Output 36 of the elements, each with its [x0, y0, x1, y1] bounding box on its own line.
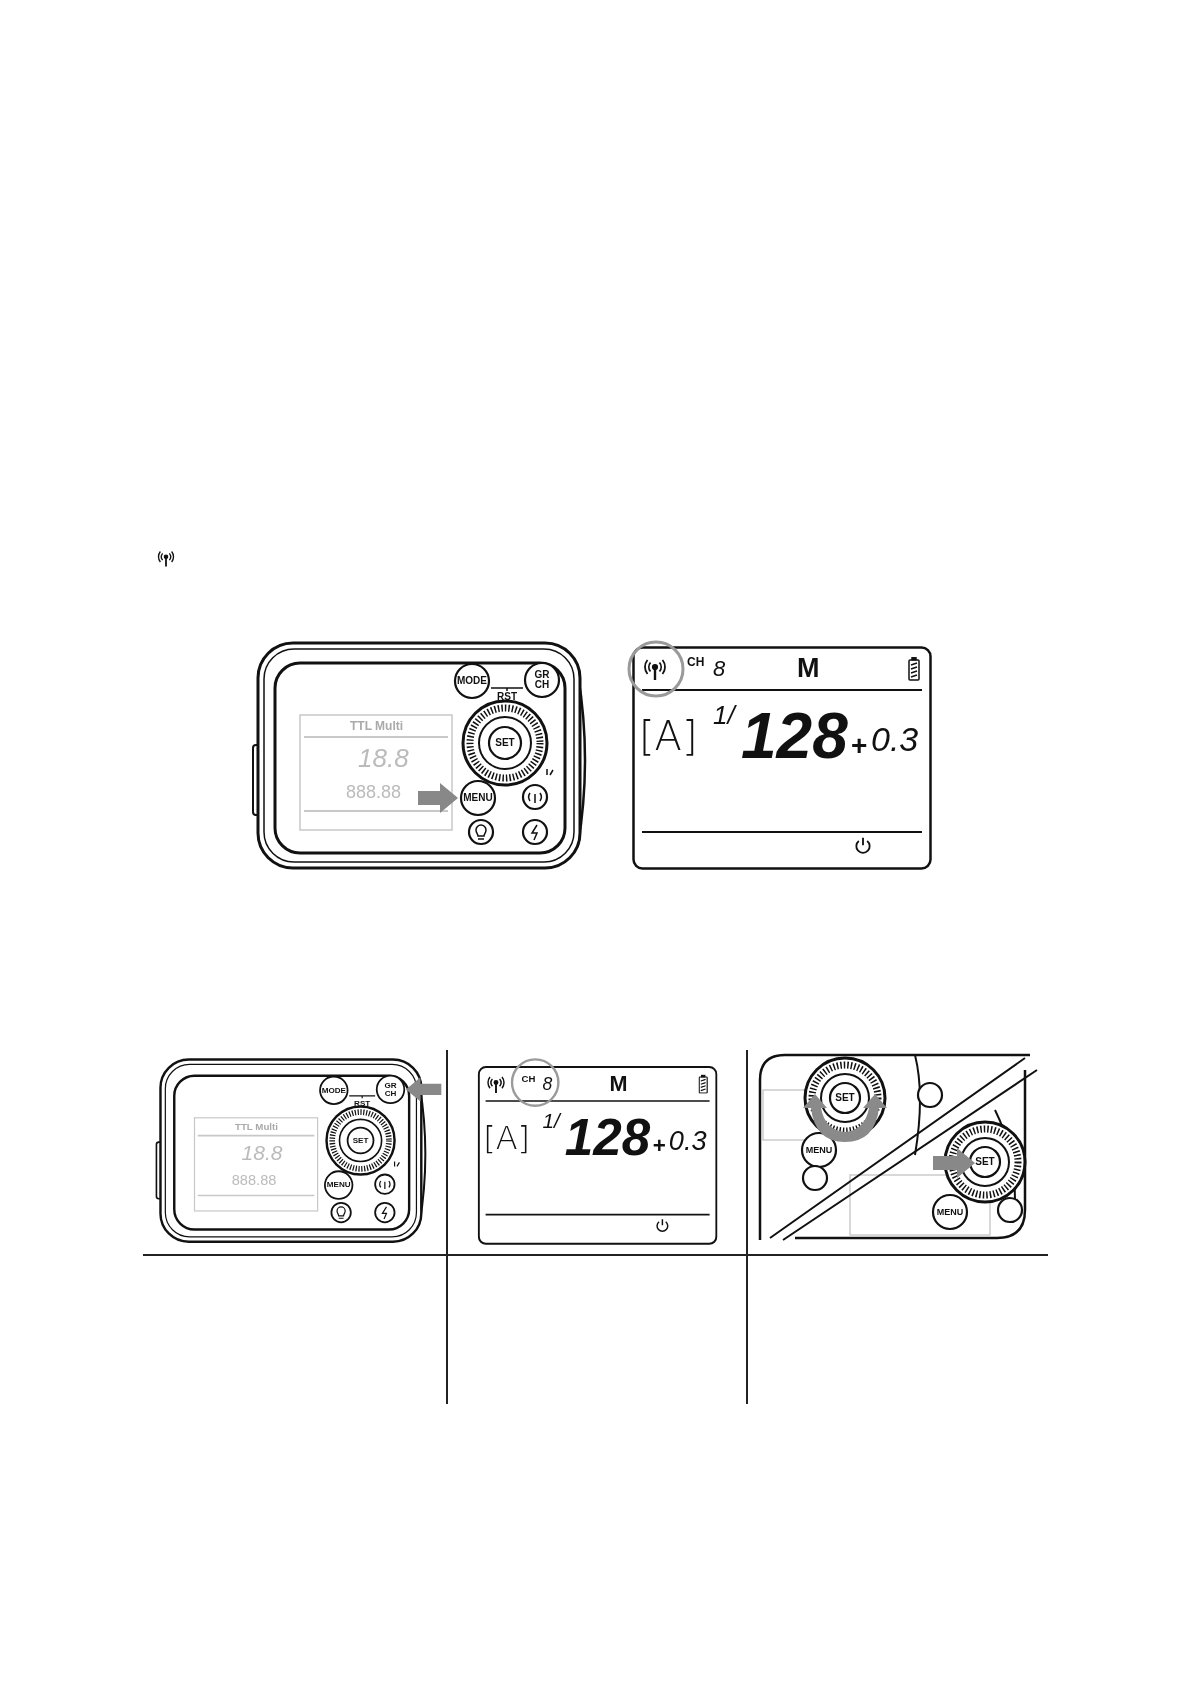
compensation-value: 0.3 — [871, 722, 919, 756]
button-label: SET — [974, 1157, 996, 1167]
button-label: MENU — [325, 1181, 352, 1190]
lcd-mode-text: TTL Multi — [234, 1121, 278, 1132]
channel-label: CH — [687, 656, 705, 668]
button-label: GR CH — [533, 670, 551, 690]
button-label: MODE — [320, 1086, 347, 1095]
lcd-digits: 888.88 — [346, 783, 402, 801]
lcd-digits: 18.8 — [241, 1142, 282, 1164]
channel-number: 8 — [542, 1075, 553, 1093]
button-label: SET — [351, 1136, 370, 1145]
fraction-prefix: 1/ — [542, 1110, 560, 1132]
lcd-digits: 888.88 — [231, 1172, 276, 1188]
plus-sign: + — [851, 732, 868, 760]
group-indicator: [A] — [639, 716, 698, 756]
mode-indicator: M — [609, 1073, 628, 1095]
channel-number: 8 — [713, 658, 726, 680]
power-value: 128 — [741, 704, 848, 768]
button-label: MENU — [462, 793, 494, 803]
lcd-digits: 18.8 — [358, 745, 409, 771]
button-label: MENU — [804, 1146, 834, 1155]
button-label: RST — [353, 1099, 370, 1108]
channel-label: CH — [521, 1073, 536, 1084]
group-indicator: [A] — [483, 1121, 531, 1154]
button-label: GR CH — [382, 1081, 398, 1098]
fraction-prefix: 1/ — [713, 702, 735, 728]
lcd-mode-text: TTL Multi — [350, 720, 404, 732]
plus-sign: + — [652, 1134, 666, 1157]
button-label: MODE — [456, 676, 488, 686]
button-label: SET — [834, 1093, 856, 1103]
compensation-value: 0.3 — [668, 1126, 707, 1154]
mode-indicator: M — [797, 655, 820, 682]
power-value: 128 — [564, 1112, 651, 1164]
button-label: SET — [494, 738, 516, 748]
button-label: RST — [497, 692, 517, 702]
button-label: MENU — [935, 1208, 965, 1217]
